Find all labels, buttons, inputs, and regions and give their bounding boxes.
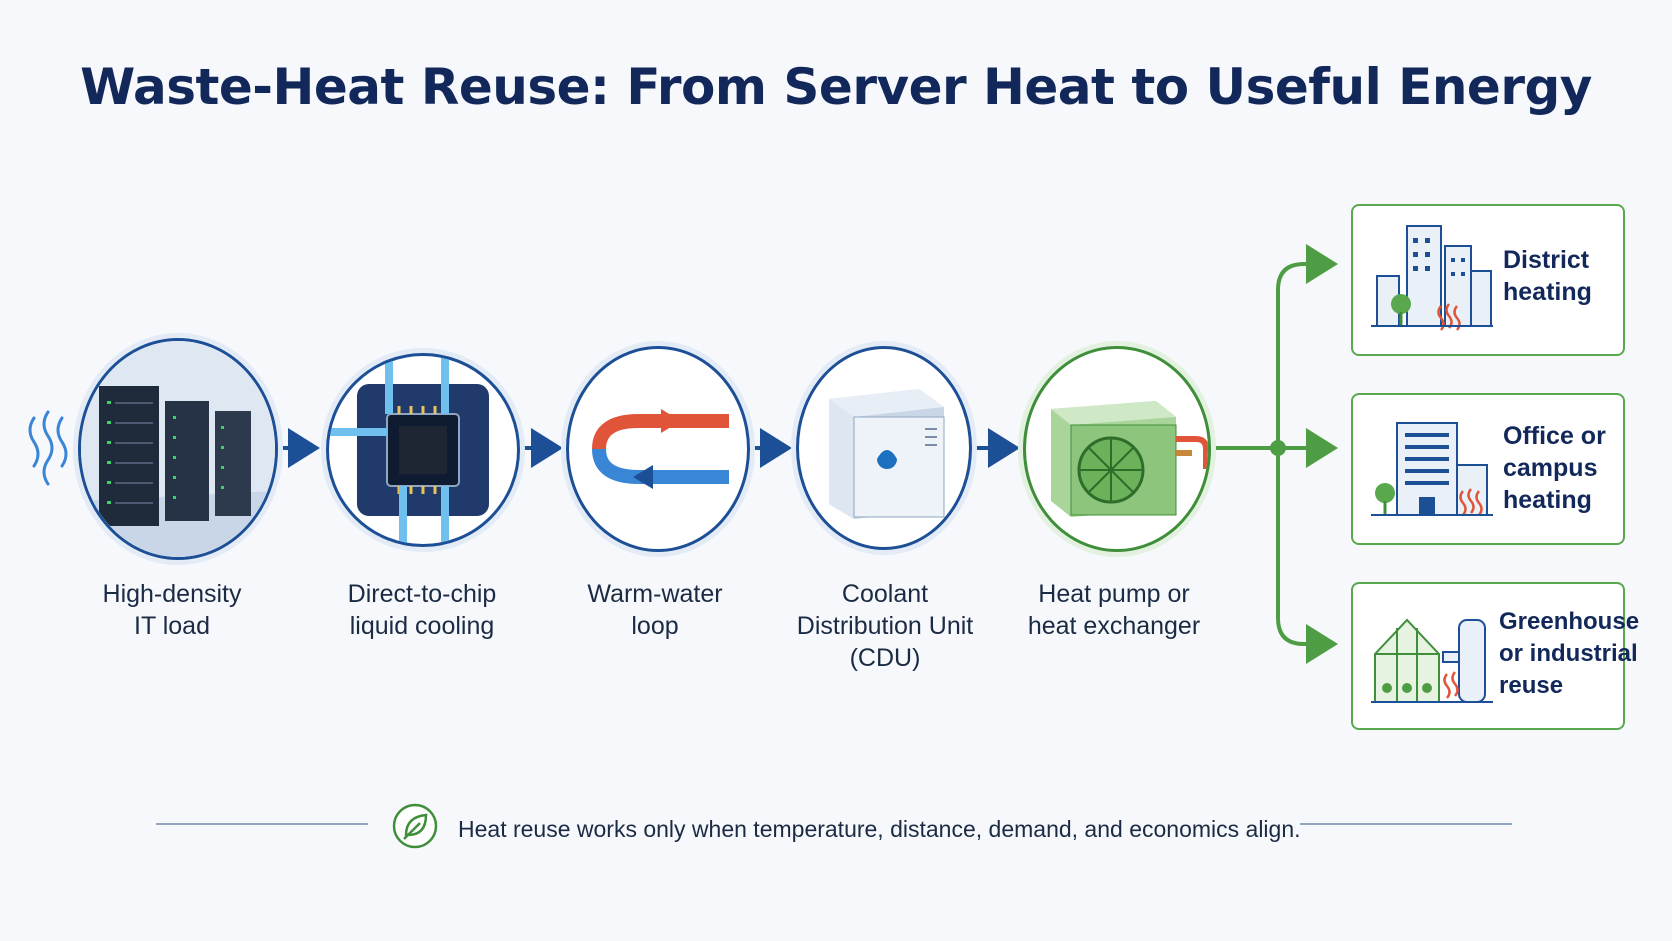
footer-note: Heat reuse works only when temperature, …	[458, 816, 1301, 842]
step-it-load	[78, 338, 278, 560]
heat-pump-icon	[1051, 401, 1208, 517]
city-buildings-icon	[1371, 225, 1493, 331]
step-warm-water-loop	[566, 346, 750, 552]
leaf-icon	[392, 803, 438, 849]
step-heat-pump	[1023, 346, 1211, 552]
greenhouse-icon	[1371, 618, 1493, 703]
server-rack-icon	[81, 341, 275, 557]
step-cdu	[796, 346, 972, 550]
page-title: Waste-Heat Reuse: From Server Heat to Us…	[80, 58, 1592, 116]
branch-node	[1270, 440, 1286, 456]
heat-waves-icon	[28, 410, 68, 486]
water-loop-icon	[592, 409, 729, 489]
office-building-icon	[1371, 422, 1493, 516]
cdu-cabinet-icon	[829, 389, 945, 519]
footer-divider-right	[1300, 823, 1512, 825]
footer-divider-left	[156, 823, 368, 825]
step-direct-to-chip	[326, 353, 520, 547]
chip-cold-plate-icon	[329, 356, 489, 544]
branch-arrows	[1210, 244, 1338, 664]
